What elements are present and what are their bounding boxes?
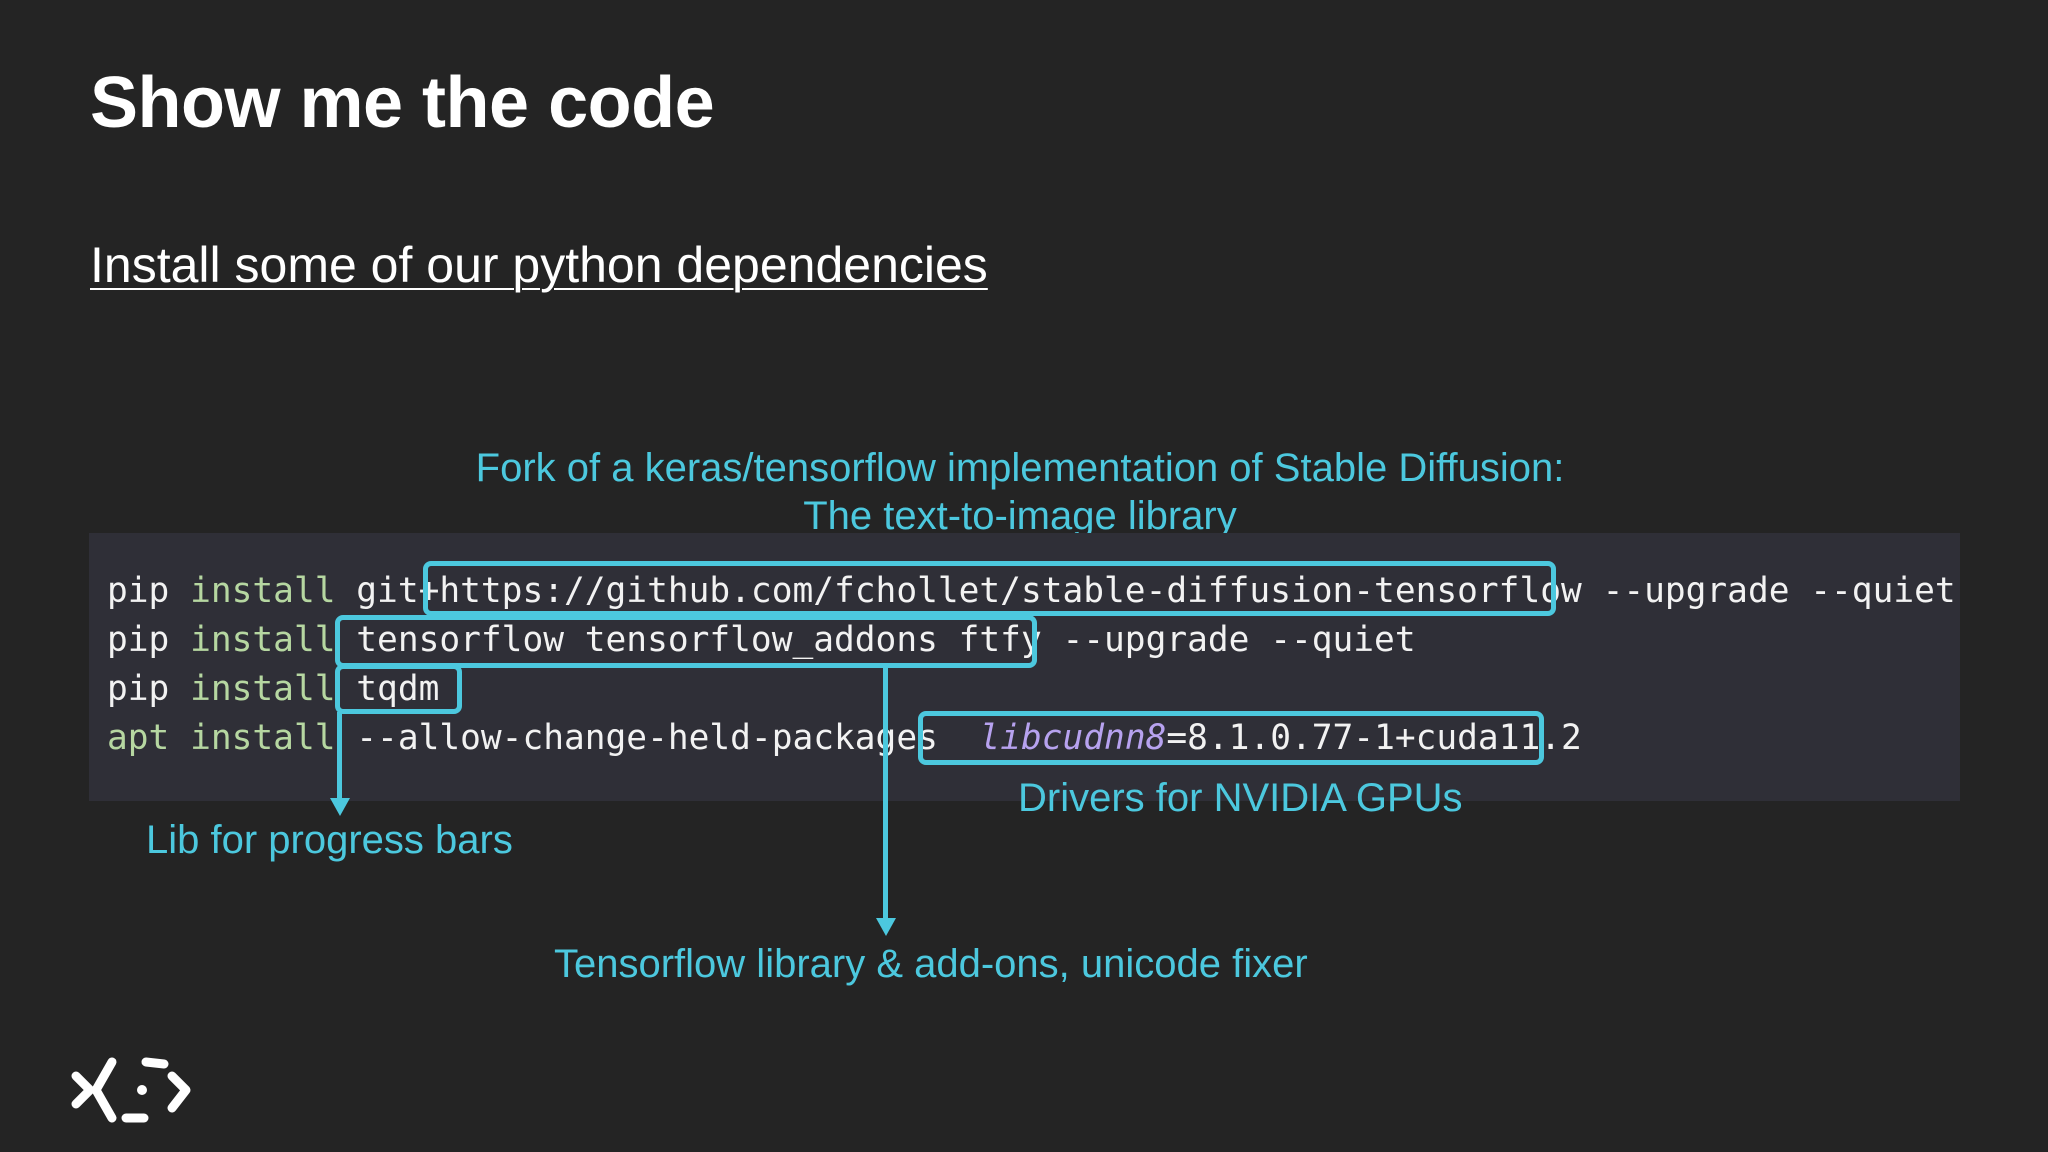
annotation-progress: Lib for progress bars [146, 818, 513, 862]
highlight-tensorflow-box [335, 615, 1037, 668]
code-command: pip [107, 571, 170, 611]
arrow-down-icon [330, 798, 350, 816]
code-line-2: pip install tensorflow tensorflow_addons… [107, 619, 1416, 661]
code-keyword: install [190, 669, 336, 709]
brand-logo-icon [71, 1057, 191, 1123]
code-flags: --allow-change-held-packages [356, 718, 938, 758]
code-line-3: pip install tqdm [107, 668, 439, 710]
code-keyword: install [190, 718, 336, 758]
code-command: pip [107, 620, 170, 660]
code-keyword: install [190, 620, 336, 660]
connector-tensorflow-line [883, 666, 888, 928]
code-line-4: apt install --allow-change-held-packages… [107, 717, 1582, 759]
code-version: =8.1.0.77-1+cuda11.2 [1166, 718, 1582, 758]
highlight-tqdm-box [335, 664, 462, 714]
code-command: apt [107, 718, 170, 758]
code-packages: tqdm [356, 669, 440, 709]
arrow-down-icon [876, 918, 896, 936]
code-command: pip [107, 669, 170, 709]
annotation-fork-line1: Fork of a keras/tensorflow implementatio… [475, 446, 1565, 490]
code-line-1: pip install git+https://github.com/fchol… [107, 570, 1956, 612]
annotation-tensorflow: Tensorflow library & add-ons, unicode fi… [554, 942, 1308, 986]
highlight-url-box [423, 561, 1556, 616]
slide-title: Show me the code [90, 63, 715, 143]
code-packages: tensorflow tensorflow_addons ftfy [356, 620, 1042, 660]
slide-subtitle: Install some of our python dependencies [90, 237, 988, 293]
code-flags: --upgrade --quiet [1602, 571, 1956, 611]
annotation-fork-line2: The text-to-image library [803, 494, 1237, 538]
code-flags: --upgrade --quiet [1062, 620, 1416, 660]
annotation-fork: Fork of a keras/tensorflow implementatio… [440, 444, 1600, 540]
code-url: https://github.com/fchollet/stable-diffu… [439, 571, 1582, 611]
connector-tqdm-line [337, 712, 342, 808]
code-keyword: install [190, 571, 336, 611]
highlight-cudnn-box [918, 711, 1544, 765]
annotation-drivers: Drivers for NVIDIA GPUs [1018, 776, 1463, 820]
code-library: libcudnn8 [979, 718, 1167, 758]
